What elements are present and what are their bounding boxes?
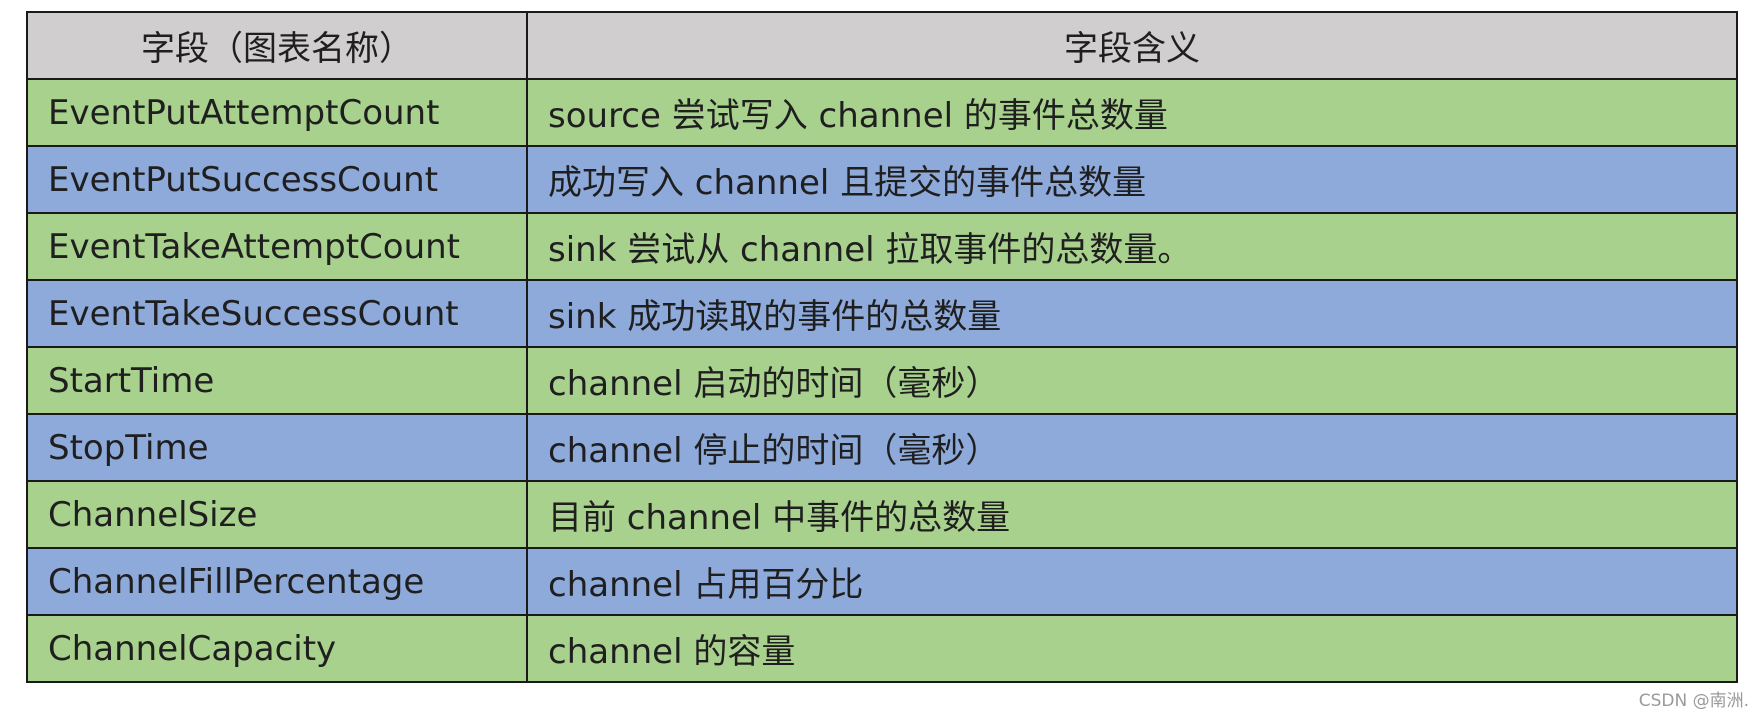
cell-field: EventTakeAttemptCount [26,212,528,281]
cell-meaning: channel 占用百分比 [526,547,1738,616]
cell-field: EventTakeSuccessCount [26,279,528,348]
cell-meaning: channel 的容量 [526,614,1738,683]
cell-meaning: channel 停止的时间（毫秒） [526,413,1738,482]
table-row: EventTakeSuccessCount sink 成功读取的事件的总数量 [26,279,1738,348]
table-row: ChannelFillPercentage channel 占用百分比 [26,547,1738,616]
cell-meaning: 成功写入 channel 且提交的事件总数量 [526,145,1738,214]
channel-metrics-table: 字段（图表名称） 字段含义 EventPutAttemptCount sourc… [26,11,1738,683]
cell-meaning: channel 启动的时间（毫秒） [526,346,1738,415]
cell-meaning: source 尝试写入 channel 的事件总数量 [526,78,1738,147]
cell-meaning: 目前 channel 中事件的总数量 [526,480,1738,549]
table-row: EventPutSuccessCount 成功写入 channel 且提交的事件… [26,145,1738,214]
cell-field: ChannelCapacity [26,614,528,683]
cell-field: EventPutSuccessCount [26,145,528,214]
cell-field: ChannelFillPercentage [26,547,528,616]
table-row: ChannelSize 目前 channel 中事件的总数量 [26,480,1738,549]
header-meaning: 字段含义 [526,11,1738,80]
cell-field: EventPutAttemptCount [26,78,528,147]
table-row: EventTakeAttemptCount sink 尝试从 channel 拉… [26,212,1738,281]
header-field: 字段（图表名称） [26,11,528,80]
watermark: CSDN @南洲. [1638,691,1749,711]
table-row: EventPutAttemptCount source 尝试写入 channel… [26,78,1738,147]
table-row: StopTime channel 停止的时间（毫秒） [26,413,1738,482]
cell-meaning: sink 成功读取的事件的总数量 [526,279,1738,348]
table-row: StartTime channel 启动的时间（毫秒） [26,346,1738,415]
cell-meaning: sink 尝试从 channel 拉取事件的总数量。 [526,212,1738,281]
cell-field: StopTime [26,413,528,482]
cell-field: StartTime [26,346,528,415]
table-row: ChannelCapacity channel 的容量 [26,614,1738,683]
table-header-row: 字段（图表名称） 字段含义 [26,11,1738,80]
cell-field: ChannelSize [26,480,528,549]
